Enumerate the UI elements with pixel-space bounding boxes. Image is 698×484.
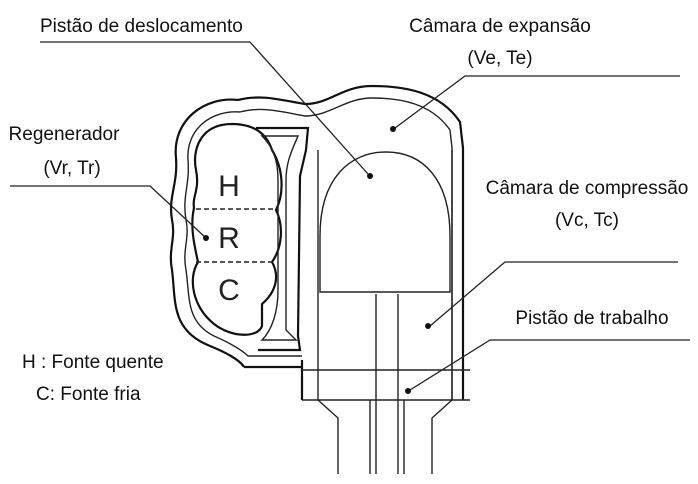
regenerator: H R C [191, 122, 283, 336]
leader-displacer [40, 41, 369, 175]
legend-hot-source: H : Fonte quente [22, 352, 164, 373]
label-regenerator: Regenerador [9, 124, 121, 145]
leader-expansion [394, 75, 680, 129]
leader-working-dot [405, 388, 411, 394]
leader-compression-dot [425, 323, 431, 329]
leader-compression [429, 261, 678, 327]
connecting-channel [256, 126, 310, 352]
label-expansion-vars: (Ve, Te) [467, 48, 532, 69]
label-compression-chamber: Câmara de compressão [486, 178, 689, 199]
labels: Pistão de deslocamento Câmara de expansã… [9, 16, 689, 329]
label-working-piston: Pistão de trabalho [515, 308, 668, 329]
legend-cold-source: C: Fonte fria [36, 384, 141, 405]
regenerator-outer-wall [169, 98, 245, 368]
leader-regenerator [10, 185, 207, 239]
label-regenerator-vars: (Vr, Tr) [43, 158, 100, 179]
leader-expansion-dot [390, 126, 396, 132]
label-compression-vars: (Vc, Tc) [555, 210, 619, 231]
cylinder-lower-skirt [317, 399, 453, 474]
engine-casing [169, 84, 465, 400]
label-expansion-chamber: Câmara de expansão [409, 16, 591, 37]
regenerator-inner-wall [184, 111, 302, 357]
legend: H : Fonte quente C: Fonte fria [22, 352, 164, 405]
regenerator-hot-letter: H [218, 170, 240, 203]
label-displacer-piston: Pistão de deslocamento [40, 16, 243, 37]
displacer-piston [319, 151, 451, 293]
channel-inner [260, 135, 300, 341]
regenerator-cold-letter: C [218, 274, 240, 307]
leader-working [409, 339, 690, 391]
channel-outer [256, 126, 310, 352]
regenerator-regen-letter: R [218, 222, 240, 255]
regenerator-cells [191, 122, 283, 336]
cylinder [302, 150, 470, 474]
casing-inner-wall [239, 97, 453, 400]
leader-regenerator-dot [203, 235, 209, 241]
leader-displacer-dot [367, 173, 373, 179]
leader-lines [10, 41, 690, 394]
casing-outer-wall [237, 84, 465, 400]
